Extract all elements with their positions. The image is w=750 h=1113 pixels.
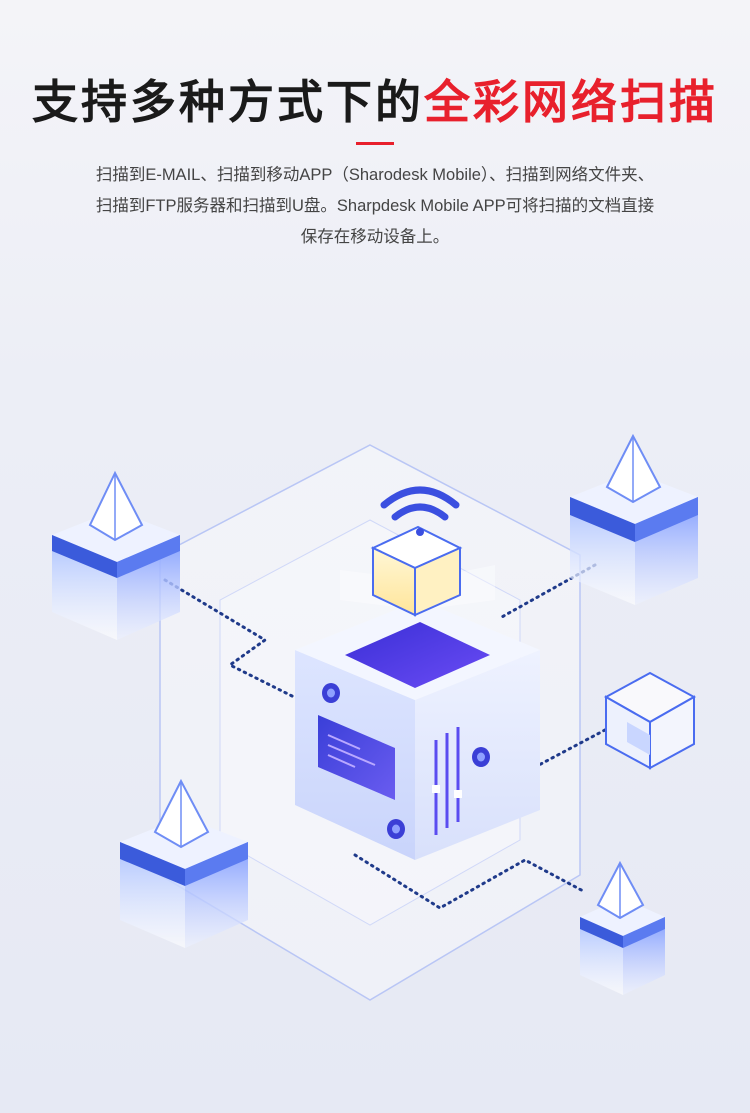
server-icon — [295, 600, 540, 860]
scan-cube-icon — [340, 525, 495, 617]
wireframe-cube-icon — [603, 671, 697, 770]
title-prefix: 支持多种方式下的 — [32, 75, 424, 129]
crystal-cube-icon — [580, 860, 665, 995]
crystal-cube-icon — [52, 470, 180, 640]
description-line-1: 扫描到E-MAIL、扫描到移动APP（Sharodesk Mobile）、扫描到… — [95, 166, 655, 184]
crystal-cube-icon — [120, 778, 248, 948]
crystal-cube-icon — [570, 433, 698, 605]
title-highlight: 全彩网络扫描 — [424, 75, 718, 129]
page-title: 支持多种方式下的全彩网络扫描 — [0, 72, 750, 132]
wifi-icon — [380, 486, 460, 536]
title-divider — [356, 142, 394, 145]
description-line-3: 保存在移动设备上。 — [300, 228, 450, 246]
description: 扫描到E-MAIL、扫描到移动APP（Sharodesk Mobile）、扫描到… — [40, 160, 710, 253]
description-line-2: 扫描到FTP服务器和扫描到U盘。Sharpdesk Mobile APP可将扫描… — [95, 197, 655, 215]
